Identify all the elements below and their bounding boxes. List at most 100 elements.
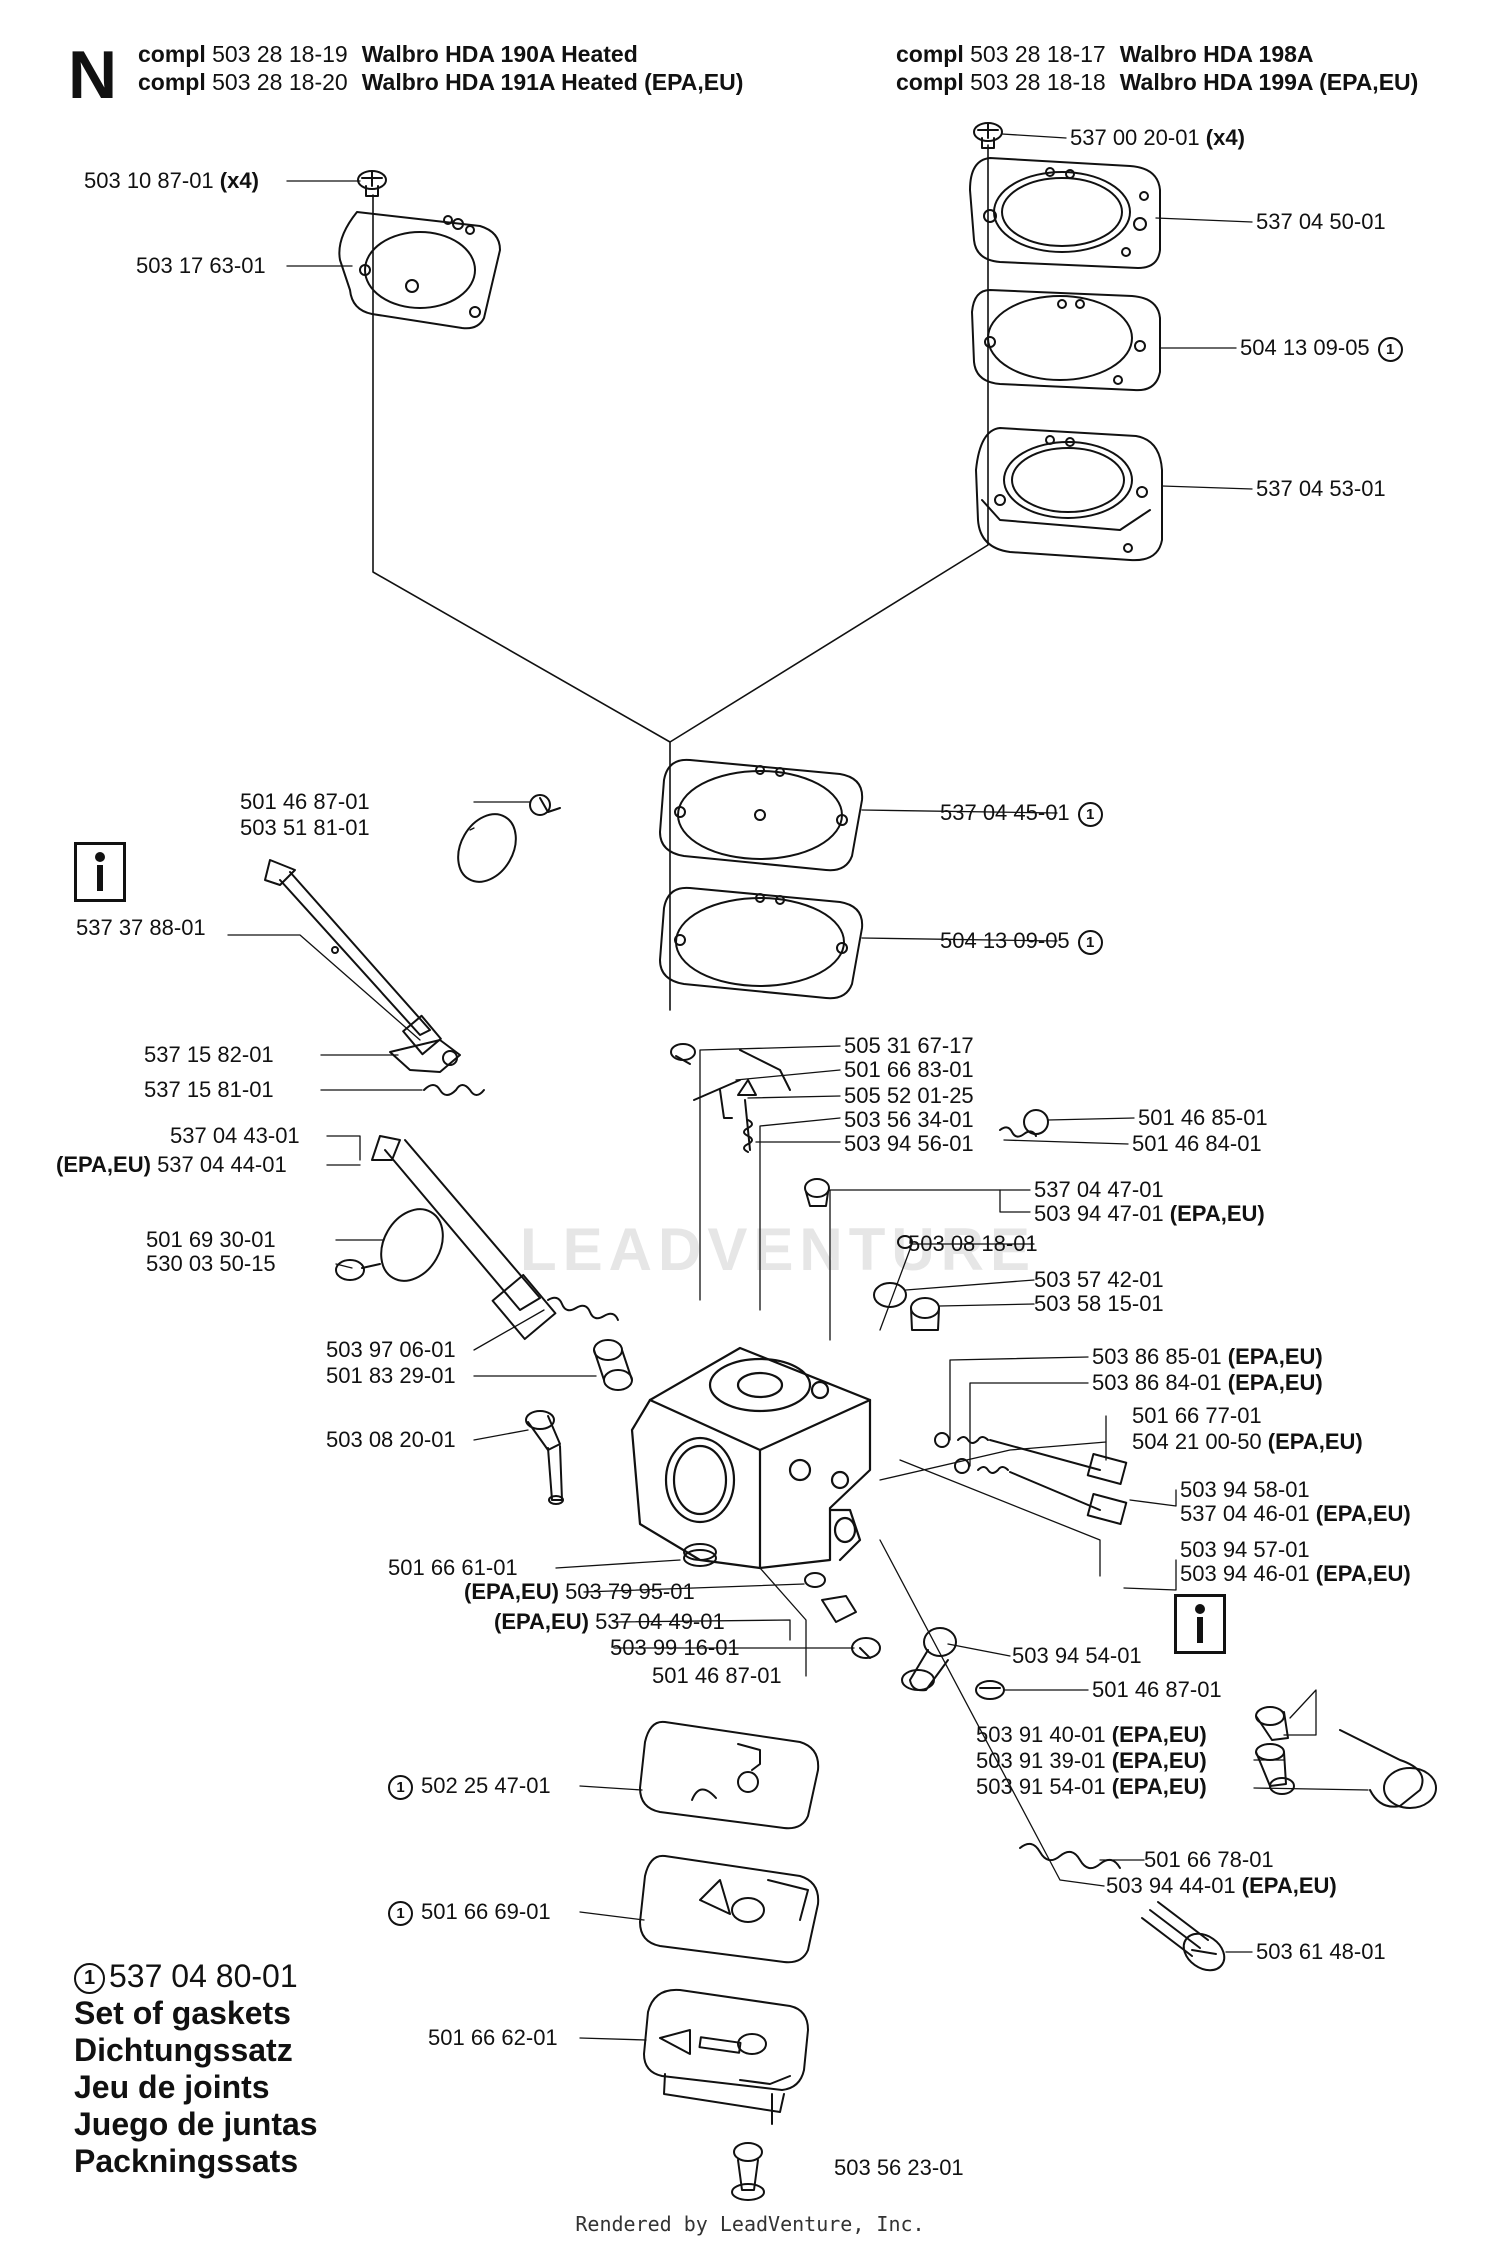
part-label[interactable]: 501 66 83-01 <box>844 1057 974 1082</box>
metering-lever <box>670 1043 791 1119</box>
part-label[interactable]: 503 58 15-01 <box>1034 1291 1164 1316</box>
part-label[interactable]: 537 00 20-01 (x4) <box>1070 125 1245 150</box>
plug <box>683 1543 717 1567</box>
idle-spring <box>1019 1842 1121 1870</box>
part-label[interactable]: 501 66 78-01 <box>1144 1847 1274 1872</box>
pump-diaphragm <box>659 758 864 872</box>
throttle-valve-disc <box>457 794 561 883</box>
throttle-lever <box>389 1039 461 1073</box>
part-label[interactable]: 503 61 48-01 <box>1256 1939 1386 1964</box>
watermark: LEADVENTURE <box>520 1216 1037 1283</box>
pump-body-plate <box>975 427 1163 562</box>
choke-shaft <box>371 1135 557 1341</box>
cover-plate-right <box>969 157 1161 269</box>
part-label[interactable]: 503 94 47-01 (EPA,EU) <box>1034 1201 1265 1226</box>
part-label[interactable]: (EPA,EU) 503 79 95-01 <box>464 1579 695 1604</box>
part-label[interactable]: 503 94 54-01 <box>1012 1643 1142 1668</box>
choke-spring <box>547 1296 619 1321</box>
carburetor-body <box>630 1346 872 1570</box>
part-label[interactable]: 501 69 30-01 <box>146 1227 276 1252</box>
part-label[interactable]: 501 46 87-01 <box>1092 1677 1222 1702</box>
kit-line-en: Set of gaskets <box>74 1995 291 2031</box>
part-label[interactable]: 503 56 34-01 <box>844 1107 974 1132</box>
metering-spring <box>743 1119 753 1153</box>
choke-valve-disc <box>335 1208 444 1282</box>
part-label[interactable]: 503 94 56-01 <box>844 1131 974 1156</box>
part-label[interactable]: 503 97 06-01 <box>326 1337 456 1362</box>
fuel-filter-parts <box>804 1109 1049 1331</box>
part-label[interactable]: 537 04 46-01 (EPA,EU) <box>1180 1501 1411 1526</box>
idle-screw <box>1141 1901 1226 1972</box>
part-label[interactable]: 503 94 44-01 (EPA,EU) <box>1106 1873 1337 1898</box>
part-label[interactable]: 537 37 88-01 <box>76 915 206 940</box>
part-label[interactable]: 503 17 63-01 <box>136 253 266 278</box>
assembly-line-left <box>372 194 671 1011</box>
adjustment-needle-low <box>954 1458 1128 1526</box>
part-label[interactable]: 501 46 87-01 <box>652 1663 782 1688</box>
part-label[interactable]: (EPA,EU) 537 04 49-01 <box>494 1609 725 1634</box>
screw-icon <box>973 122 1003 149</box>
kit-line-es: Juego de juntas <box>74 2106 318 2142</box>
part-label[interactable]: 503 94 58-01 <box>1180 1477 1310 1502</box>
part-label[interactable]: 501 83 29-01 <box>326 1363 456 1388</box>
part-label[interactable]: 501 46 85-01 <box>1138 1105 1268 1130</box>
fuel-inlet-fitting <box>525 1410 564 1505</box>
part-label[interactable]: 503 51 81-01 <box>240 815 370 840</box>
part-label[interactable]: 537 15 82-01 <box>144 1042 274 1067</box>
part-label[interactable]: 503 94 57-01 <box>1180 1537 1310 1562</box>
idle-parts <box>1255 1706 1437 1809</box>
part-label[interactable]: 505 52 01-25 <box>844 1083 974 1108</box>
part-label[interactable]: 537 15 81-01 <box>144 1077 274 1102</box>
metering-gasket <box>639 1720 820 1830</box>
part-label[interactable]: 537 04 43-01 <box>170 1123 300 1148</box>
adjustment-needle-high <box>934 1432 1128 1486</box>
part-label[interactable]: 501 46 84-01 <box>1132 1131 1262 1156</box>
part-label[interactable]: (EPA,EU) 537 04 44-01 <box>56 1152 287 1177</box>
part-label[interactable]: 503 57 42-01 <box>1034 1267 1164 1292</box>
kit-line-sv: Packningssats <box>74 2143 299 2179</box>
part-label[interactable]: 504 21 00-50 (EPA,EU) <box>1132 1429 1363 1454</box>
part-label[interactable]: 501 66 62-01 <box>428 2025 558 2050</box>
part-label[interactable]: 503 91 40-01 (EPA,EU) <box>976 1722 1207 1747</box>
part-label[interactable]: 503 10 87-01 (x4) <box>84 168 259 193</box>
metering-diaphragm <box>639 1854 820 1964</box>
part-label[interactable]: 503 56 23-01 <box>834 2155 964 2180</box>
part-label[interactable]: 501 46 87-01 <box>240 789 370 814</box>
part-label[interactable]: 537 04 47-01 <box>1034 1177 1164 1202</box>
part-label[interactable]: 503 91 54-01 (EPA,EU) <box>976 1774 1207 1799</box>
part-label[interactable]: 501 66 77-01 <box>1132 1403 1262 1428</box>
part-label[interactable]: 530 03 50-15 <box>146 1251 276 1276</box>
part-label[interactable]: 503 91 39-01 (EPA,EU) <box>976 1748 1207 1773</box>
bushing <box>593 1339 633 1391</box>
part-label[interactable]: 537 04 50-01 <box>1256 209 1386 234</box>
part-label[interactable]: 501 66 61-01 <box>388 1555 518 1580</box>
pump-gasket <box>659 886 864 1000</box>
throttle-shaft <box>264 859 442 1056</box>
tool-required-icon <box>74 842 126 902</box>
kit-line-fr: Jeu de joints <box>74 2069 270 2105</box>
part-label[interactable]: 537 04 53-01 <box>1256 476 1386 501</box>
part-label[interactable]: 503 99 16-01 <box>610 1635 740 1660</box>
throttle-spring <box>423 1084 485 1096</box>
cover-screw <box>731 2142 765 2201</box>
swivel-fitting <box>901 1627 957 1692</box>
leader-lines <box>227 133 1369 2041</box>
part-label[interactable]: 503 08 20-01 <box>326 1427 456 1452</box>
part-label[interactable]: 503 86 85-01 (EPA,EU) <box>1092 1344 1323 1369</box>
part-label[interactable]: 503 86 84-01 (EPA,EU) <box>1092 1370 1323 1395</box>
part-label[interactable]: 505 31 67-17 <box>844 1033 974 1058</box>
inlet-needle <box>737 1079 757 1151</box>
section-letter: N <box>68 37 118 113</box>
part-label[interactable]: 503 08 18-01 <box>908 1231 1038 1256</box>
part-label[interactable]: 503 94 46-01 (EPA,EU) <box>1180 1561 1411 1586</box>
